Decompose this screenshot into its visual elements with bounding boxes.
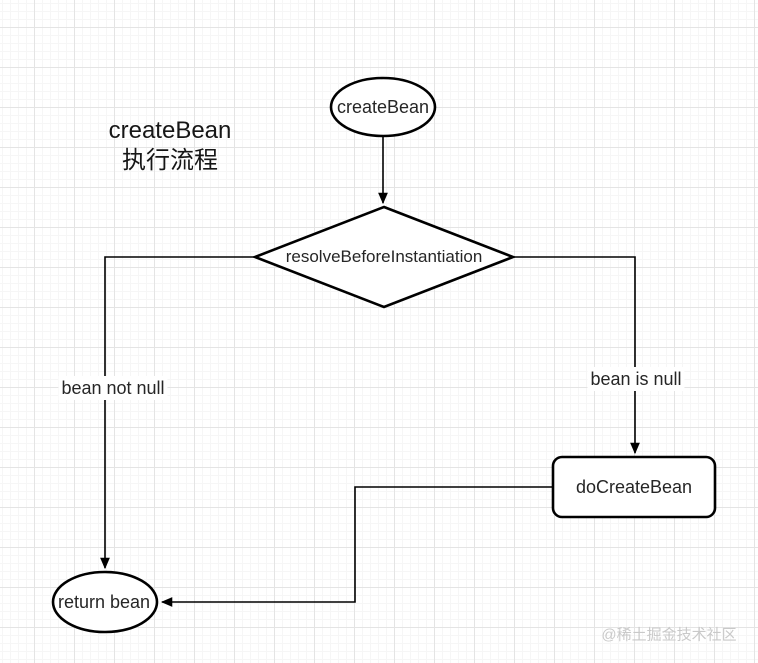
edge-decision-to-return <box>100 256 255 570</box>
decision-node-shape <box>251 205 517 309</box>
docreatebean-node-label: doCreateBean <box>575 477 693 497</box>
return-node-label: return bean <box>57 592 151 612</box>
return-node-shape <box>51 570 159 634</box>
edge-decision-to-docreatebean <box>513 256 640 455</box>
decision-node-label: resolveBeforeInstantiation <box>285 247 483 266</box>
edge-label-bean-not-null: bean not null <box>58 376 168 400</box>
diagram-title-line1: createBean <box>108 117 232 144</box>
watermark-text: @稀土掘金技术社区 <box>601 626 737 644</box>
diagram-title-line2: 执行流程 <box>121 147 218 174</box>
edge-label-bean-is-null: bean is null <box>587 367 685 391</box>
edge-docreatebean-to-return <box>160 486 553 607</box>
diagram-title: createBean 执行流程 <box>109 116 232 176</box>
start-node-label: createBean <box>336 97 430 117</box>
